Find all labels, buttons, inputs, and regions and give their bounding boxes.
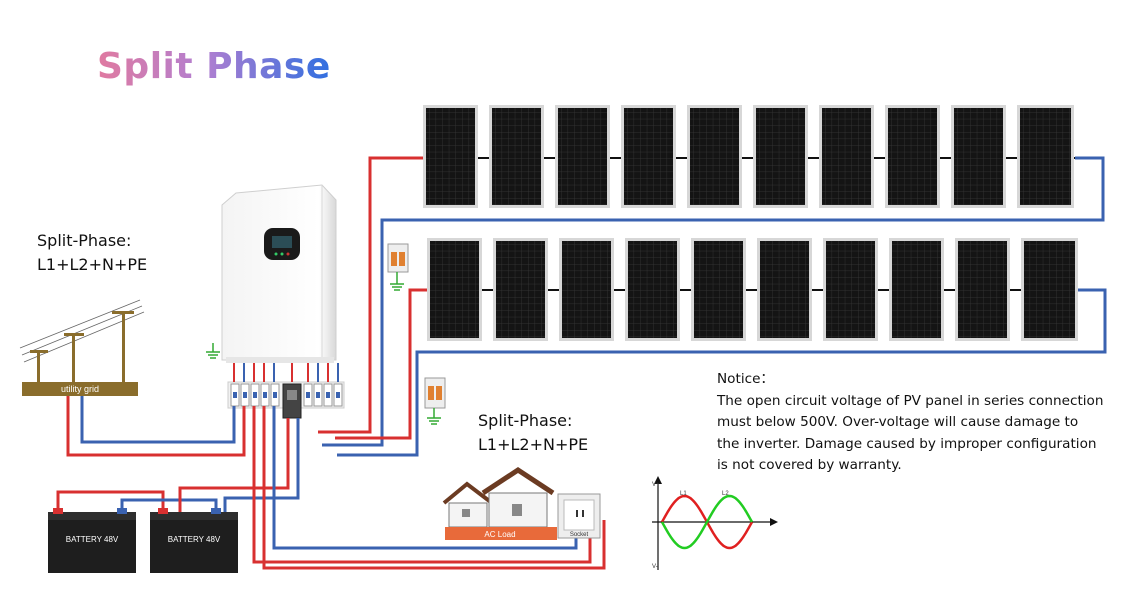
pv-wires xyxy=(318,156,1107,457)
l1-label: L1 xyxy=(680,491,687,497)
ac-load-label: AC Load xyxy=(484,530,515,539)
solar-panel xyxy=(493,238,548,341)
solar-panel xyxy=(951,105,1006,208)
v-minus-label: V- xyxy=(652,564,658,570)
battery-1-label: BATTERY 48V xyxy=(66,535,119,544)
notice-line: must below 500V. Over-voltage will cause… xyxy=(717,414,1079,430)
solar-panel xyxy=(489,105,544,208)
battery-1 xyxy=(48,508,136,573)
solar-panel xyxy=(621,105,676,208)
pv-array-row-1 xyxy=(423,105,1074,208)
notice-line: is not covered by warranty. xyxy=(717,457,902,473)
split-phase-waveform xyxy=(652,476,778,570)
grid-spec: Split-Phase: L1+L2+N+PE xyxy=(37,229,147,277)
utility-grid-label: utility grid xyxy=(61,384,99,394)
load-spec: Split-Phase: L1+L2+N+PE xyxy=(478,409,588,457)
grid-spec-line2: L1+L2+N+PE xyxy=(37,255,148,274)
solar-panel xyxy=(753,105,808,208)
load-spec-line2: L1+L2+N+PE xyxy=(478,435,589,454)
solar-panel xyxy=(885,105,940,208)
solar-panel xyxy=(819,105,874,208)
solar-panel xyxy=(823,238,878,341)
ground-icon xyxy=(206,343,220,359)
grid-spec-line1: Split-Phase: xyxy=(37,231,132,250)
hybrid-inverter xyxy=(206,184,337,363)
notice-box: Notice： The open circuit voltage of PV p… xyxy=(717,369,1127,477)
solar-panel xyxy=(757,238,812,341)
socket-icon xyxy=(557,493,601,539)
l2-label: L2 xyxy=(722,491,729,497)
diagram-title: Split Phase xyxy=(97,46,331,87)
pv-surge-protector-2 xyxy=(424,377,446,425)
battery-2 xyxy=(150,508,238,573)
notice-line: The open circuit voltage of PV panel in … xyxy=(717,392,1104,409)
load-spec-line1: Split-Phase: xyxy=(478,411,573,430)
solar-panel xyxy=(427,238,482,341)
socket-label: Socket xyxy=(570,532,589,538)
utility-grid-icon xyxy=(19,299,145,396)
pv-surge-protector-1 xyxy=(387,243,409,291)
notice-line: the inverter. Damage caused by improper … xyxy=(717,435,1097,452)
breaker-panel xyxy=(227,381,345,419)
solar-panel xyxy=(559,238,614,341)
solar-panel xyxy=(625,238,680,341)
solar-panel xyxy=(1021,238,1078,341)
notice-heading: Notice： xyxy=(717,371,775,387)
solar-panel xyxy=(555,105,610,208)
pv-array-row-2 xyxy=(427,238,1078,341)
inverter-breaker-wires xyxy=(233,363,339,382)
house-icon xyxy=(442,467,557,540)
load-wires xyxy=(252,406,606,570)
grid-wires xyxy=(66,392,246,457)
solar-panel xyxy=(1017,105,1074,208)
solar-panel xyxy=(889,238,944,341)
battery-wires xyxy=(56,418,300,512)
solar-panel xyxy=(687,105,742,208)
battery-2-label: BATTERY 48V xyxy=(168,535,221,544)
l2-wave xyxy=(660,494,754,550)
solar-panel xyxy=(423,105,478,208)
solar-panel xyxy=(691,238,746,341)
solar-panel xyxy=(955,238,1010,341)
v-plus-label: V+ xyxy=(652,482,660,488)
